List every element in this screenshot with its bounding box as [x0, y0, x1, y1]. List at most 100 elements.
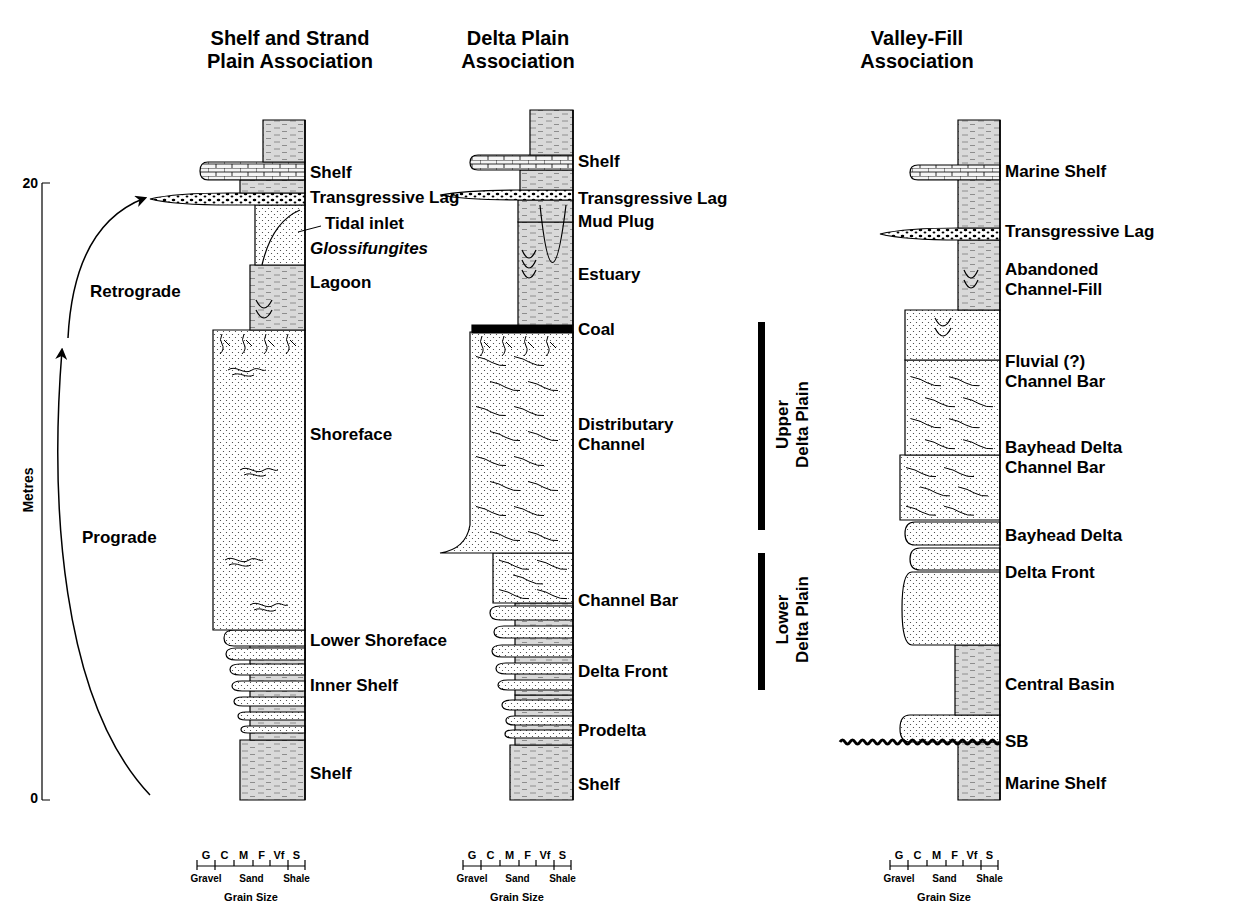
shale-bed: [518, 222, 573, 325]
sand-lens: [494, 626, 573, 638]
grain-size-label: Vf: [540, 849, 551, 862]
grain-size-label: Shale: [549, 873, 576, 885]
grain-size-label: Grain Size: [917, 891, 971, 904]
grain-size-axis: [197, 860, 305, 870]
sand-lens: [241, 726, 305, 733]
burrow-trace: [228, 368, 266, 376]
sandstone-bed: [213, 330, 305, 630]
facies-label: Shoreface: [310, 425, 392, 445]
facies-label: Central Basin: [1005, 675, 1115, 695]
shale-bed: [510, 745, 573, 800]
scale-label: 20: [22, 175, 38, 191]
grain-size-axis: [463, 860, 571, 870]
sandstone-bed: [440, 332, 573, 553]
facies-label: Delta Front: [1005, 563, 1095, 583]
sand-lens: [496, 663, 573, 674]
trend-label: Retrograde: [90, 282, 181, 302]
sandstone-bed: [255, 205, 305, 265]
retrograde-arrow: [68, 198, 145, 338]
limestone-bed: [910, 165, 1000, 180]
facies-label: Tidal inlet: [325, 214, 404, 234]
column-title: Valley-Fill Association: [847, 27, 987, 73]
sand-lens: [492, 645, 573, 657]
grain-size-label: G: [895, 849, 904, 862]
grain-size-label: G: [468, 849, 477, 862]
facies-label: Marine Shelf: [1005, 774, 1106, 794]
facies-label: Marine Shelf: [1005, 162, 1106, 182]
channel-fill-arcs: [935, 318, 951, 336]
sand-lens: [498, 680, 573, 690]
burrow-trace: [250, 603, 288, 611]
columns-group: [42, 110, 1000, 870]
grain-size-label: Grain Size: [224, 891, 278, 904]
shale-bed: [530, 110, 573, 155]
leader-line: [298, 226, 321, 232]
cross-bedding: [499, 560, 567, 599]
facies-label: Shelf: [310, 163, 352, 183]
shale-bed: [240, 180, 305, 193]
grain-size-label: F: [951, 849, 958, 862]
grain-size-label: G: [202, 849, 211, 862]
grain-size-label: Grain Size: [490, 891, 544, 904]
sand-lens: [234, 697, 305, 706]
column-axis: [572, 110, 574, 800]
bracket-label: Upper Delta Plain: [773, 379, 812, 471]
facies-label: Shelf: [578, 152, 620, 172]
scale-bar: [42, 183, 50, 800]
facies-label: Mud Plug: [578, 212, 654, 232]
shale-bed: [240, 740, 305, 800]
facies-label: Inner Shelf: [310, 676, 398, 696]
bracket-bar: [758, 322, 765, 530]
shale-bed: [263, 120, 305, 162]
grain-size-label: C: [221, 849, 229, 862]
column-title: Delta Plain Association: [448, 27, 588, 73]
shale-bed: [955, 645, 1000, 715]
facies-label: Transgressive Lag: [310, 188, 459, 208]
limestone-bed: [200, 162, 305, 180]
grain-size-label: S: [559, 849, 566, 862]
grain-size-label: Sand: [239, 873, 263, 885]
bracket-label: Lower Delta Plain: [773, 574, 812, 666]
scale-label: 0: [30, 790, 38, 806]
sand-lens: [900, 715, 1000, 742]
shale-bed: [520, 170, 573, 190]
column-axis: [304, 120, 306, 800]
cross-bedding: [911, 377, 993, 449]
cross-bedding: [906, 468, 988, 516]
grain-size-label: M: [505, 849, 514, 862]
column-title: Shelf and Strand Plain Association: [195, 27, 385, 73]
grain-size-label: Vf: [967, 849, 978, 862]
sand-lens: [238, 712, 305, 720]
prograde-arrow: [58, 350, 150, 795]
channel-fill-arcs: [522, 250, 536, 278]
sand-lens: [224, 630, 305, 646]
grain-size-label: Gravel: [190, 873, 221, 885]
channel-fill-arcs: [540, 205, 566, 263]
gravel-lag: [880, 228, 1000, 240]
facies-label: Estuary: [578, 265, 640, 285]
grain-size-label: S: [986, 849, 993, 862]
sand-lens: [232, 681, 305, 691]
sand-lens: [905, 522, 1000, 545]
gravel-lag: [440, 190, 573, 200]
facies-label: Shelf: [310, 764, 352, 784]
facies-label: Transgressive Lag: [1005, 222, 1154, 242]
grain-size-label: Shale: [976, 873, 1003, 885]
grain-size-label: M: [239, 849, 248, 862]
sand-lens: [506, 716, 573, 725]
facies-label: Lagoon: [310, 273, 371, 293]
channel-fill-arcs: [256, 300, 272, 318]
cross-bedding: [476, 357, 558, 541]
facies-label: SB: [1005, 732, 1029, 752]
limestone-bed: [470, 155, 573, 170]
grain-size-label: Gravel: [883, 873, 914, 885]
burrow-trace: [225, 558, 263, 566]
grain-size-label: C: [487, 849, 495, 862]
sand-lens: [490, 606, 573, 620]
grain-size-label: C: [914, 849, 922, 862]
facies-label: Prodelta: [578, 721, 646, 741]
facies-label: Delta Front: [578, 662, 668, 682]
facies-label: Distributary Channel: [578, 415, 693, 454]
grain-size-axis: [890, 860, 998, 870]
